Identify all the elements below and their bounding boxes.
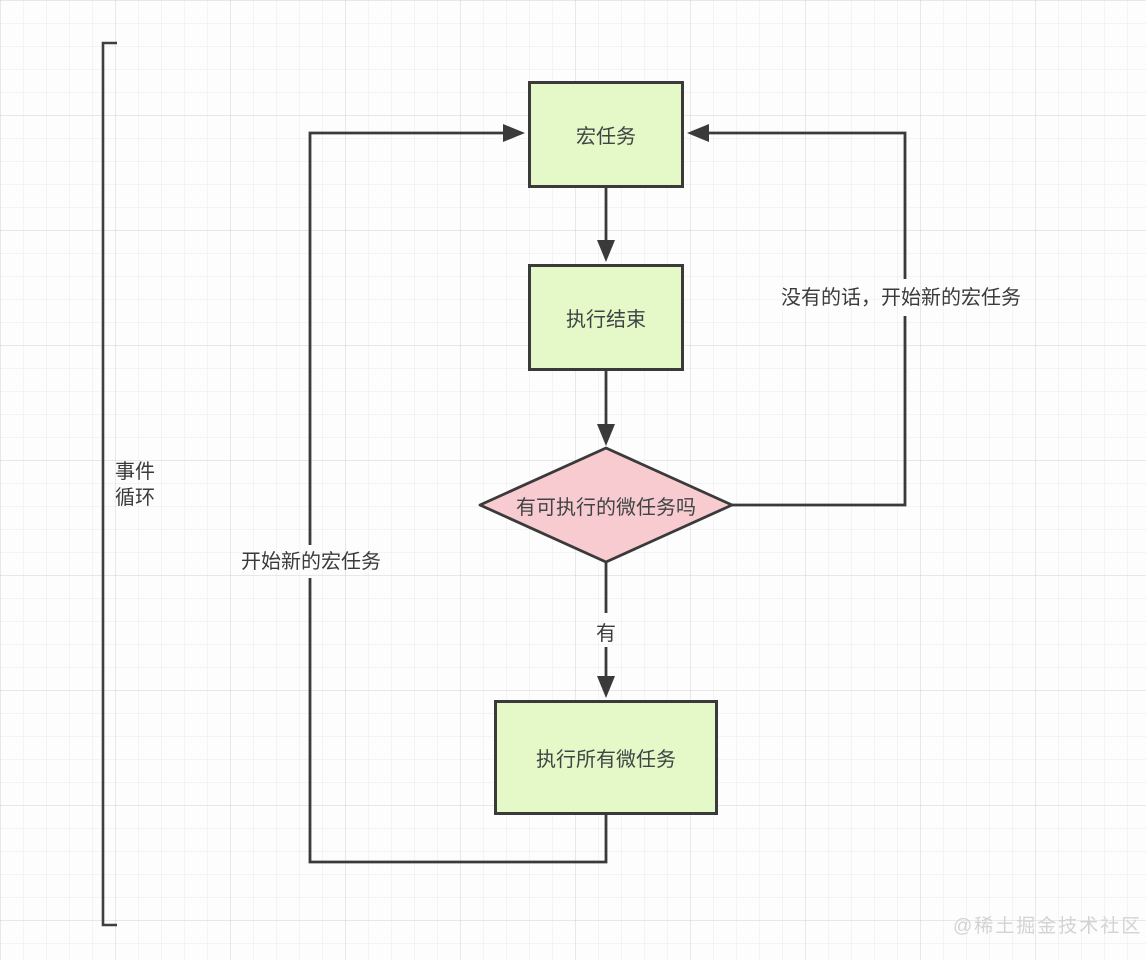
decision-diamond-shape — [478, 446, 734, 564]
edge-right-loop-lower — [732, 316, 907, 507]
node-execution-end-label: 执行结束 — [566, 309, 646, 331]
edge-left-loop-upper — [308, 131, 506, 545]
right-loop-edge-label: 没有的话，开始新的宏任务 — [781, 287, 1021, 309]
event-loop-label-line1: 事件 — [115, 461, 155, 483]
event-loop-label-line2: 循环 — [115, 487, 155, 509]
node-run-microtasks-label: 执行所有微任务 — [536, 749, 676, 771]
arrowhead-into-execution-end — [597, 240, 615, 262]
arrowhead-into-macro-right — [687, 124, 709, 142]
event-loop-bracket — [101, 41, 117, 927]
node-run-microtasks: 执行所有微任务 — [494, 700, 718, 815]
left-loop-edge-label: 开始新的宏任务 — [241, 551, 381, 573]
arrowhead-into-decision — [597, 424, 615, 446]
node-macro-task: 宏任务 — [528, 81, 684, 188]
node-macro-task-label: 宏任务 — [576, 126, 636, 148]
yes-edge-label: 有 — [596, 623, 616, 645]
node-microtask-check-label: 有可执行的微任务吗 — [516, 496, 696, 519]
edge-right-loop-upper — [707, 131, 907, 279]
arrowhead-into-macro-left — [503, 124, 525, 142]
watermark: @稀土掘金技术社区 — [953, 916, 1143, 937]
edge-left-loop-lower — [308, 578, 608, 864]
node-execution-end: 执行结束 — [528, 264, 684, 371]
arrowhead-into-run-microtasks — [597, 676, 615, 698]
event-loop-label: 事件 循环 — [115, 459, 155, 511]
